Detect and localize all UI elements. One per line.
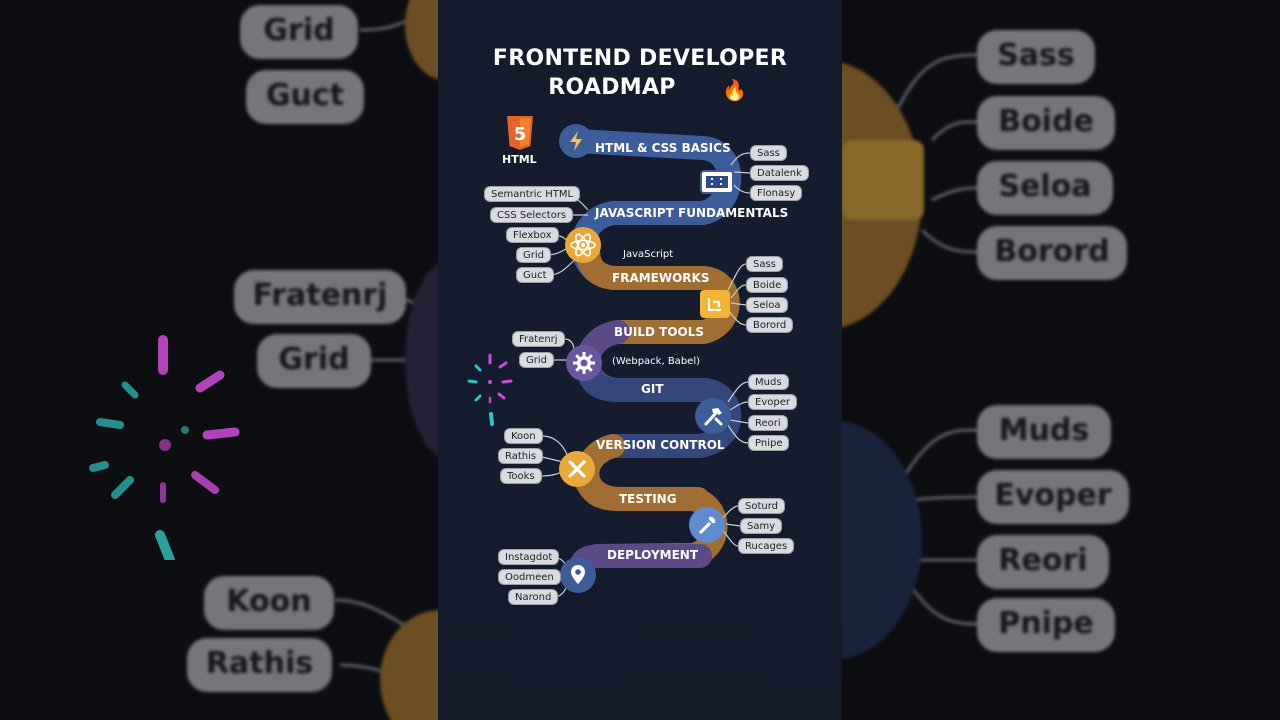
background-tag: Koon [204,576,334,630]
gear-icon [566,345,602,381]
hammer-icon [695,398,731,434]
tag-sass: Sass [750,145,787,161]
tag-borord: Borord [746,317,794,333]
background-left-panel: Grid Guct Fratenrj Grid Koon Rathis [0,0,438,720]
background-tag: Boide [977,96,1115,150]
sparkle-burst-icon [89,335,240,560]
lightning-icon [559,124,593,158]
html-label: HTML [502,153,537,166]
tag-reori: Reori [748,415,788,431]
react-atom-icon [565,227,601,263]
stage-deployment: DEPLOYMENT [607,548,699,562]
tag-flonasy: Flonasy [750,185,803,201]
tag-css-selectors: CSS Selectors [490,207,574,223]
tag-tooks: Tooks [500,468,542,484]
stage-javascript-fundamentals: JAVASCRIPT FUNDAMENTALS [595,206,789,220]
background-tag: Evoper [977,470,1129,524]
background-tag: Reori [977,535,1109,589]
stage-build-tools: BUILD TOOLS [614,325,705,339]
location-pin-icon [560,557,596,593]
tag-muds: Muds [748,374,789,390]
tag-soturd: Soturd [738,498,786,514]
stage-version-control: VERSION CONTROL [596,438,725,452]
background-right-panel: Sass Boide Seloa Borord Muds Evoper Reor… [842,0,1280,720]
stage-testing: TESTING [619,492,677,506]
tag-grid-2: Grid [519,352,554,368]
background-tag: Grid [257,334,371,388]
background-tag: Rathis [187,638,332,692]
cross-tools-icon [559,451,595,487]
tag-instagdot: Instagdot [498,549,560,565]
tag-seloa: Seloa [746,297,788,313]
roadmap-panel: FRONTEND DEVELOPER ROADMAP 🔥 [438,0,842,720]
stage-frameworks: FRAMEWORKS [612,271,710,285]
tag-pnipe: Pnipe [748,435,790,451]
title-line-1: FRONTEND DEVELOPER [492,46,788,71]
background-tag: Sass [977,30,1095,84]
build-tools-note: (Webpack, Babel) [612,356,700,367]
tag-koon: Koon [504,428,543,444]
title-line-2: ROADMAP [548,75,676,100]
html5-shield-icon: 5 [507,116,533,150]
javascript-note: JavaScript [623,249,674,260]
tag-narond: Narond [508,589,559,605]
background-tag: Seloa [977,161,1113,215]
tag-evoper: Evoper [748,394,797,410]
fire-emoji-icon: 🔥 [722,78,747,102]
background-tag: Grid [240,5,358,59]
stage-html-css-basics: HTML & CSS BASICS [595,141,731,155]
tag-samy: Samy [740,518,783,534]
tag-rathis: Rathis [498,448,544,464]
tag-oodmeen: Oodmeen [498,569,561,585]
sparkle-icon [467,353,513,426]
window-icon [700,170,734,194]
background-right-connectors [895,53,978,626]
background-tag: Pnipe [977,598,1115,652]
tag-rucages: Rucages [738,538,795,554]
background-tag: Guct [246,70,364,124]
background-tag: Muds [977,405,1111,459]
stage-git: GIT [641,382,664,396]
wrench-icon [689,507,725,543]
tag-semantic-html: Semantric HTML [484,186,581,202]
tag-fratenrj: Fratenrj [512,331,565,347]
bundle-box-icon [700,290,730,318]
tag-boide: Boide [746,277,789,293]
tag-guct: Guct [516,267,554,283]
tag-datalenk: Datalenk [750,165,809,181]
html5-number: 5 [514,124,527,145]
background-tag: Borord [977,226,1127,280]
tag-sass-2: Sass [746,256,783,272]
background-bundle-icon [842,140,924,220]
tag-grid: Grid [516,247,551,263]
background-tag: Fratenrj [234,270,406,324]
tag-flexbox: Flexbox [506,227,559,243]
